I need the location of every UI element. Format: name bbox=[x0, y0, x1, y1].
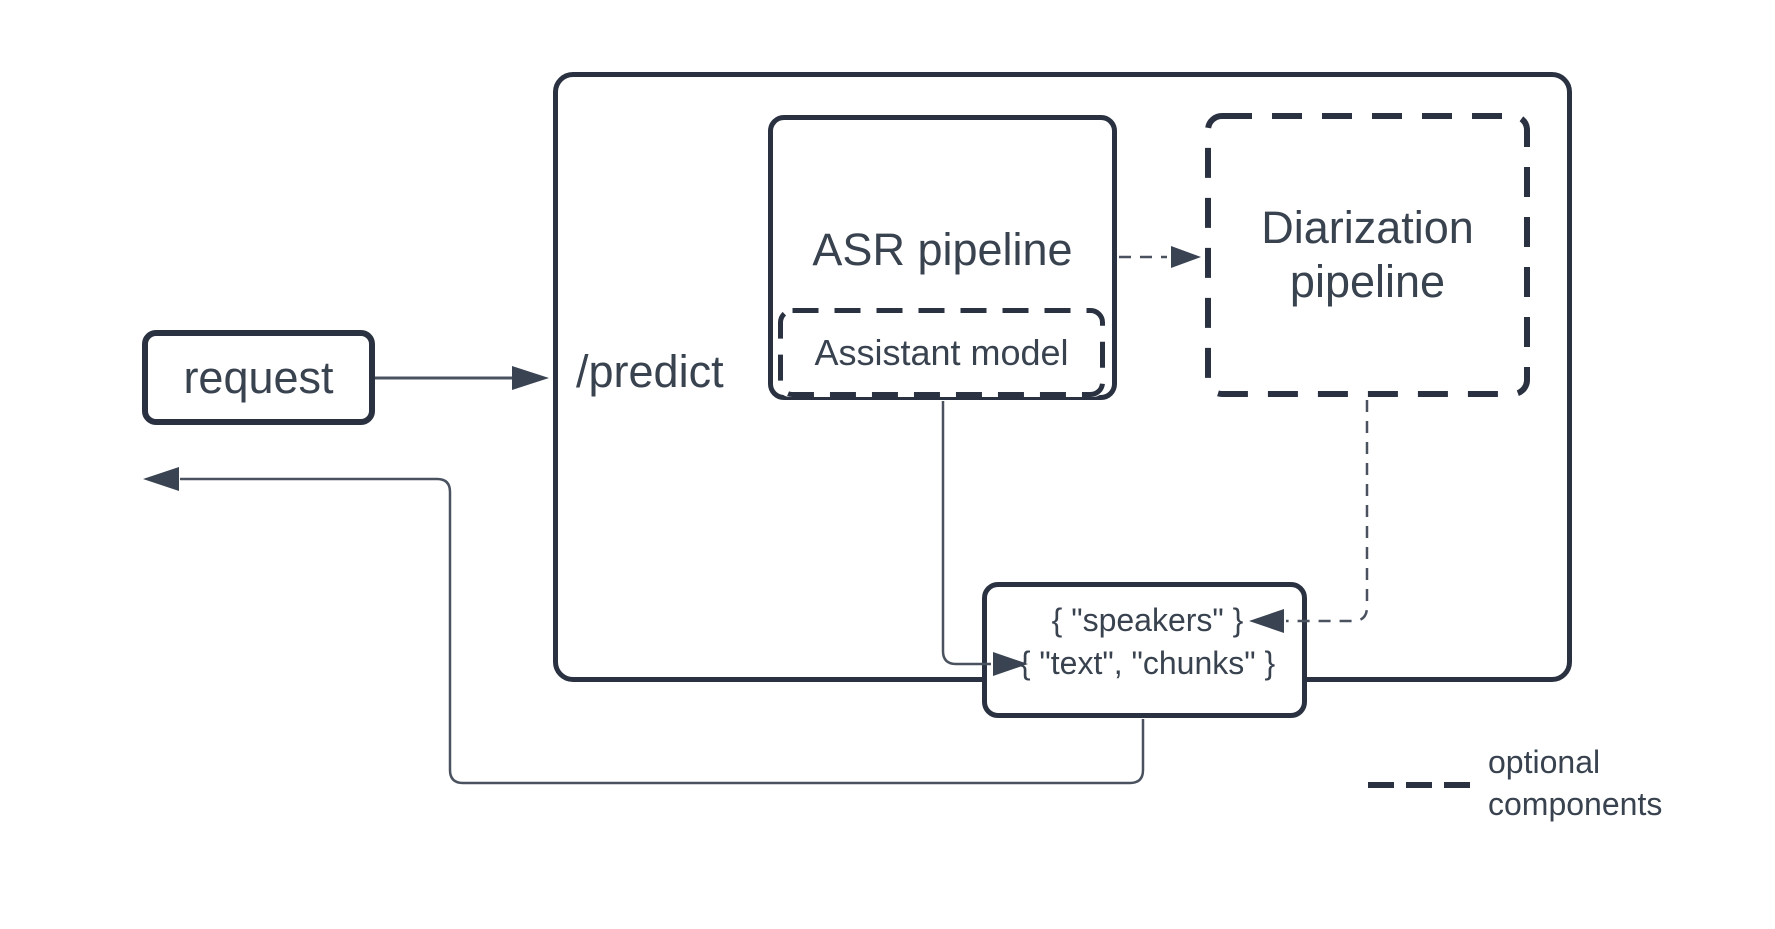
assistant-model-label: Assistant model bbox=[814, 331, 1069, 373]
request-label: request bbox=[183, 351, 334, 403]
diarization-label-line2: pipeline bbox=[1289, 256, 1446, 307]
diarization-pipeline-box: Diarization pipeline bbox=[1205, 113, 1530, 397]
result-speakers-text: { "speakers" } bbox=[1051, 601, 1244, 638]
result-box: { "speakers" } { "text", "chunks" } bbox=[982, 582, 1307, 718]
arrowhead-right-icon bbox=[512, 366, 549, 390]
asr-pipeline-label: ASR pipeline bbox=[812, 224, 1073, 275]
diarization-label-line1: Diarization bbox=[1261, 202, 1474, 253]
legend-label-line2: components bbox=[1488, 786, 1663, 822]
predict-label: /predict bbox=[576, 346, 724, 397]
legend-label: optional components bbox=[1488, 741, 1662, 825]
arrowhead-left-icon bbox=[143, 467, 179, 491]
legend-label-line1: optional bbox=[1488, 744, 1601, 780]
request-to-predict-arrow bbox=[375, 366, 549, 390]
result-text-chunks-text: { "text", "chunks" } bbox=[1019, 644, 1276, 681]
request-box: request bbox=[142, 330, 375, 425]
assistant-model-box: Assistant model bbox=[778, 308, 1105, 397]
